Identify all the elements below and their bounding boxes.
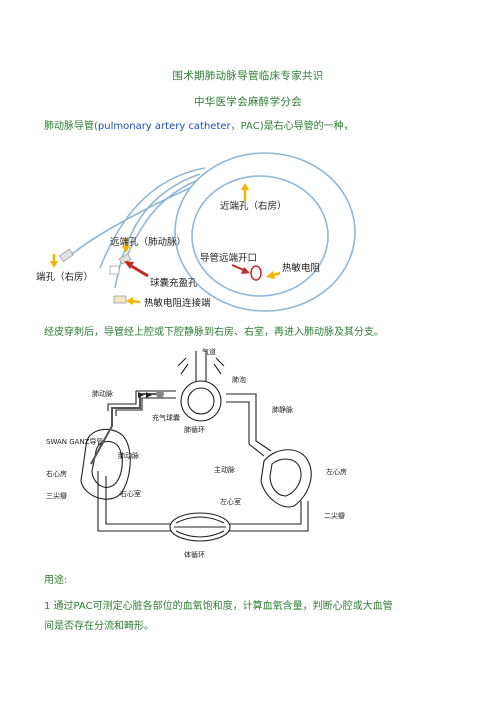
- catheter-figure: 近端孔（右房） 远端孔（肺动脉） 端孔（右房） 球囊充盈孔 导管远端开口 热敏电…: [36, 152, 356, 312]
- balloon-port-hub: [109, 265, 120, 275]
- alveolus-shape: [180, 380, 222, 422]
- intro-paragraph: 肺动脉导管(pulmonary artery catheter，PAC)是右心导…: [44, 120, 464, 134]
- pulmonary-circulation-label: 肺循环: [184, 425, 205, 434]
- right-heart-inner: [91, 440, 123, 488]
- airway-label: 气道: [202, 347, 216, 356]
- balloon-port-label: 球囊充盈孔: [150, 277, 198, 289]
- document-subtitle: 中华医学会麻醉学分会: [194, 96, 302, 108]
- yellow-arrow-connector-head: [126, 297, 133, 305]
- systemic-right-vessel: [229, 501, 309, 532]
- intro-prefix: 肺动脉导管(: [44, 121, 98, 132]
- capillary-lines: [174, 516, 226, 538]
- airway-tube: [195, 351, 207, 381]
- pulmonary-vein-vessel: [226, 393, 272, 452]
- thermistor-connector-label: 热敏电阻连接端: [144, 297, 211, 309]
- catheter-loop-outer: [174, 152, 356, 312]
- lung-pa-label: 肺动脉: [92, 389, 113, 398]
- yellow-arrow-side-head: [50, 261, 58, 268]
- left-heart-shape: [260, 449, 312, 508]
- systemic-left-vessel-inner: [105, 476, 171, 525]
- pathway-paragraph: 经皮穿刺后，导管经上腔或下腔静脉到右房、右室，再进入肺动脉及其分支。: [44, 327, 384, 338]
- balloon-label: 充气球囊: [152, 413, 180, 422]
- catheter-tip-label: 导管远端开口: [200, 252, 257, 264]
- mitral-label: 二尖瓣: [324, 511, 345, 520]
- systemic-left-vessel: [97, 471, 171, 532]
- red-arrow-balloon-head: [124, 261, 134, 269]
- aorta-label: 主动脉: [214, 465, 235, 474]
- swan-ganz-catheter-line: [90, 393, 156, 465]
- flow-arrow-1: [146, 392, 152, 398]
- airway-branches: [177, 357, 225, 375]
- tricuspid-label: 三尖瓣: [46, 491, 67, 500]
- left-heart-inner: [269, 458, 302, 497]
- catheter-loop-inner: [191, 175, 329, 297]
- pulmonary-artery-vessel-inner: [115, 397, 176, 416]
- usage-heading: 用途:: [44, 575, 68, 586]
- flow-arrow-2: [138, 392, 144, 398]
- catheter-tail-1: [99, 167, 206, 269]
- near-port-label: 近端孔（右房）: [220, 200, 287, 212]
- right-ventricle-label: 右心室: [120, 489, 141, 498]
- balloon-dot: [156, 390, 164, 398]
- document-title: 围术期肺动脉导管临床专家共识: [172, 70, 324, 82]
- connector-hub: [113, 295, 127, 304]
- usage-item-1-line-1: 1 通过PAC可测定心脏各部位的血氧饱和度，计算血氧含量，判断心腔或大血管: [44, 601, 393, 612]
- alveolus-inner: [187, 387, 215, 415]
- usage-item-1-line-2: 间是否存在分流和畸形。: [44, 621, 154, 632]
- pulmonary-artery-vessel: [107, 390, 176, 411]
- pa-label-2: 肺动脉: [118, 451, 139, 460]
- intro-suffix: ，PAC)是右心导管的一种，: [230, 121, 354, 132]
- swan-ganz-label: SWAN GANZ导管: [46, 437, 103, 446]
- thermistor-label: 热敏电阻: [282, 262, 321, 274]
- thermistor-ring: [250, 265, 262, 281]
- far-port-label: 远端孔（肺动脉）: [110, 236, 186, 248]
- left-atrium-label: 左心房: [326, 467, 347, 476]
- catheter-tail-3: [124, 179, 199, 261]
- circulation-figure: 气道 肺动脉 肺泡 肺静脉 充气球囊 肺循环 SWAN GANZ导管 肺动脉 右…: [46, 347, 347, 559]
- side-port-label: 端孔（右房）: [36, 271, 93, 283]
- side-port-hub: [58, 248, 74, 263]
- catheter-tail-4: [69, 187, 191, 257]
- yellow-arrow-near-head: [241, 183, 249, 190]
- alveoli-label: 肺泡: [232, 375, 246, 384]
- red-arrow-tip-head: [241, 267, 250, 274]
- systemic-capillary-bed: [169, 512, 231, 542]
- right-heart-shape: [80, 428, 131, 500]
- systemic-right-vessel-inner: [229, 501, 302, 525]
- intro-english-term: pulmonary artery catheter: [97, 121, 231, 132]
- systemic-circulation-label: 体循环: [184, 550, 205, 559]
- left-ventricle-label: 左心室: [220, 497, 241, 506]
- pulmonary-vein-vessel-inner: [226, 401, 265, 457]
- pulmonary-vein-label: 肺静脉: [272, 405, 293, 414]
- right-atrium-label: 右心房: [46, 469, 67, 478]
- yellow-arrow-therm-head: [266, 271, 275, 279]
- yellow-arrow-far-head: [122, 246, 130, 253]
